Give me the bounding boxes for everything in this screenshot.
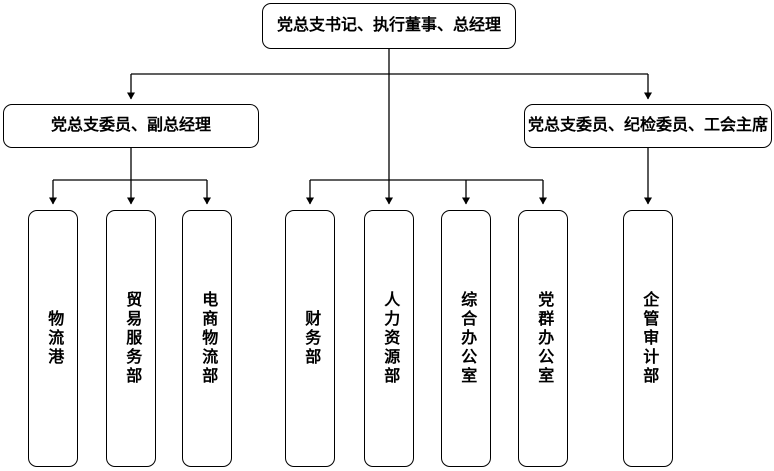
node-committee-discipline-union-chairman: 党总支委员、纪检委员、工会主席 <box>524 104 772 148</box>
node-label: 物流港 <box>45 310 63 367</box>
node-party-mass-office: 党群办公室 <box>518 210 568 467</box>
node-ecommerce-logistics-dept: 电商物流部 <box>182 210 232 467</box>
node-party-secretary-executive-director-gm: 党总支书记、执行董事、总经理 <box>262 3 516 49</box>
node-label: 人力资源部 <box>381 291 399 386</box>
node-trade-service-dept: 贸易服务部 <box>106 210 156 467</box>
node-general-office: 综合办公室 <box>441 210 491 467</box>
node-label: 党总支委员、纪检委员、工会主席 <box>527 117 768 134</box>
node-label: 财务部 <box>302 310 320 367</box>
node-label: 党群办公室 <box>535 291 553 386</box>
node-label: 党总支委员、副总经理 <box>50 117 211 134</box>
node-finance-dept: 财务部 <box>285 210 335 467</box>
node-label: 企管审计部 <box>640 291 658 386</box>
node-logistics-port: 物流港 <box>28 210 78 467</box>
node-label: 党总支书记、执行董事、总经理 <box>276 17 501 34</box>
node-label: 电商物流部 <box>199 291 217 386</box>
node-enterprise-audit-dept: 企管审计部 <box>623 210 673 467</box>
node-label: 综合办公室 <box>458 291 476 386</box>
node-committee-member-deputy-gm: 党总支委员、副总经理 <box>3 104 259 148</box>
node-hr-dept: 人力资源部 <box>364 210 414 467</box>
node-label: 贸易服务部 <box>123 291 141 386</box>
